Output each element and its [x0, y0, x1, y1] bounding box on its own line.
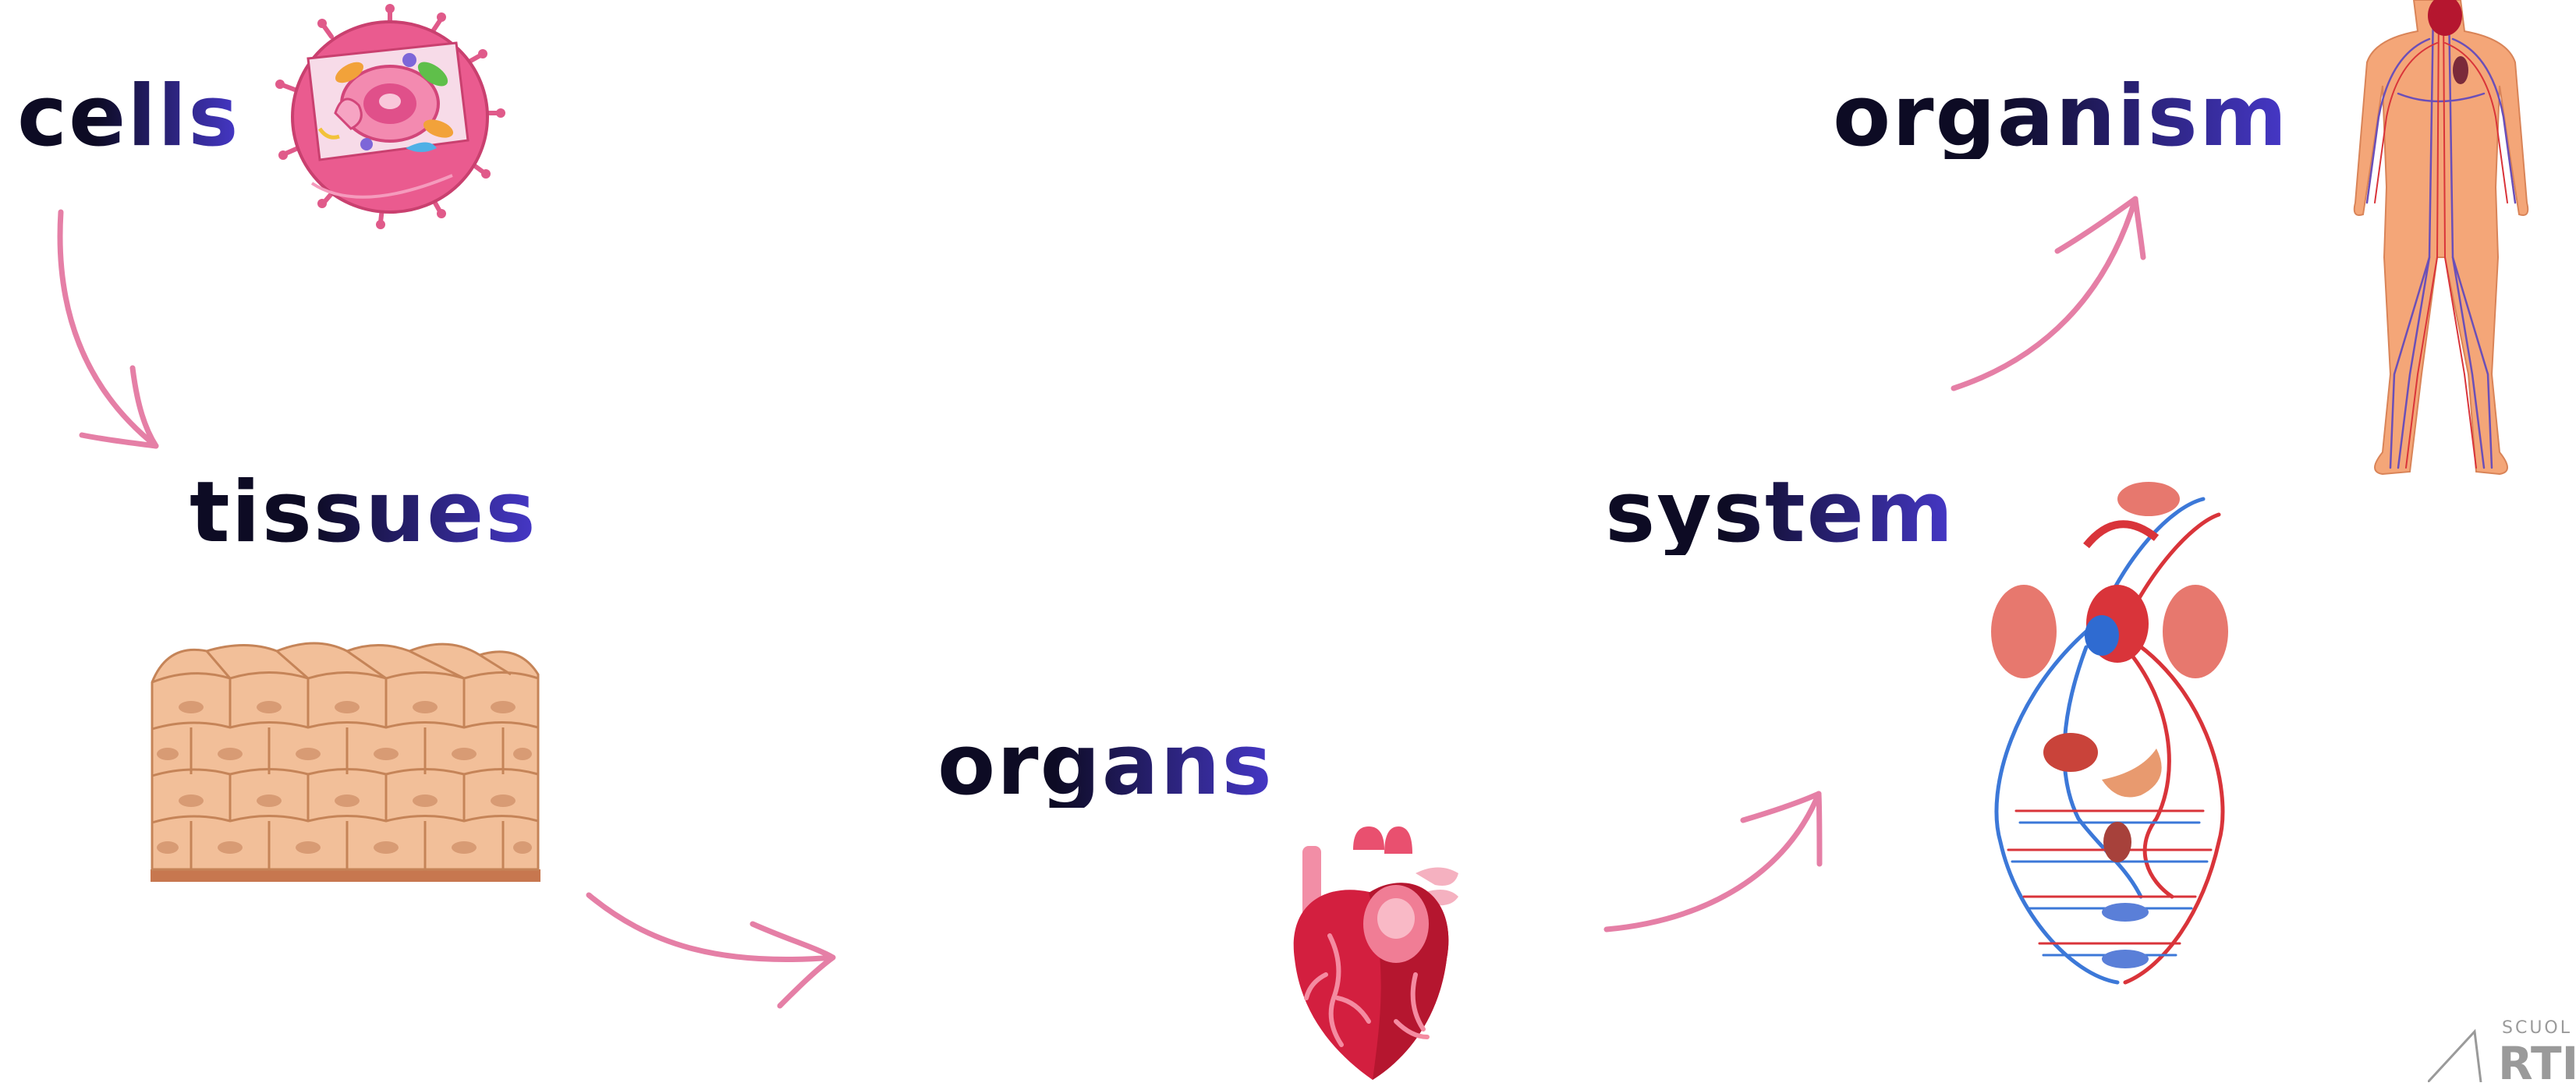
stage-label-organs: organs — [937, 724, 1274, 808]
human-body-icon — [2320, 0, 2554, 483]
watermark: SCUOL RTIC — [2428, 1012, 2576, 1082]
stage-label-cells: cells — [17, 75, 240, 159]
stage-label-system: system — [1605, 471, 1954, 555]
arrow-cells-to-tissues — [60, 212, 156, 446]
arrow-tissues-to-organs — [589, 895, 833, 1006]
epithelial-tissue-icon — [144, 635, 550, 893]
stage-label-tissues: tissues — [190, 471, 537, 555]
animal-cell-icon — [273, 4, 507, 230]
stage-label-organism: organism — [1833, 75, 2288, 159]
arrow-organs-to-system — [1607, 794, 1819, 929]
circulatory-system-icon — [1969, 476, 2270, 990]
arrow-system-to-organism — [1954, 199, 2143, 388]
heart-icon — [1279, 819, 1474, 1082]
watermark-line-1: SCUOL — [2502, 1018, 2572, 1038]
